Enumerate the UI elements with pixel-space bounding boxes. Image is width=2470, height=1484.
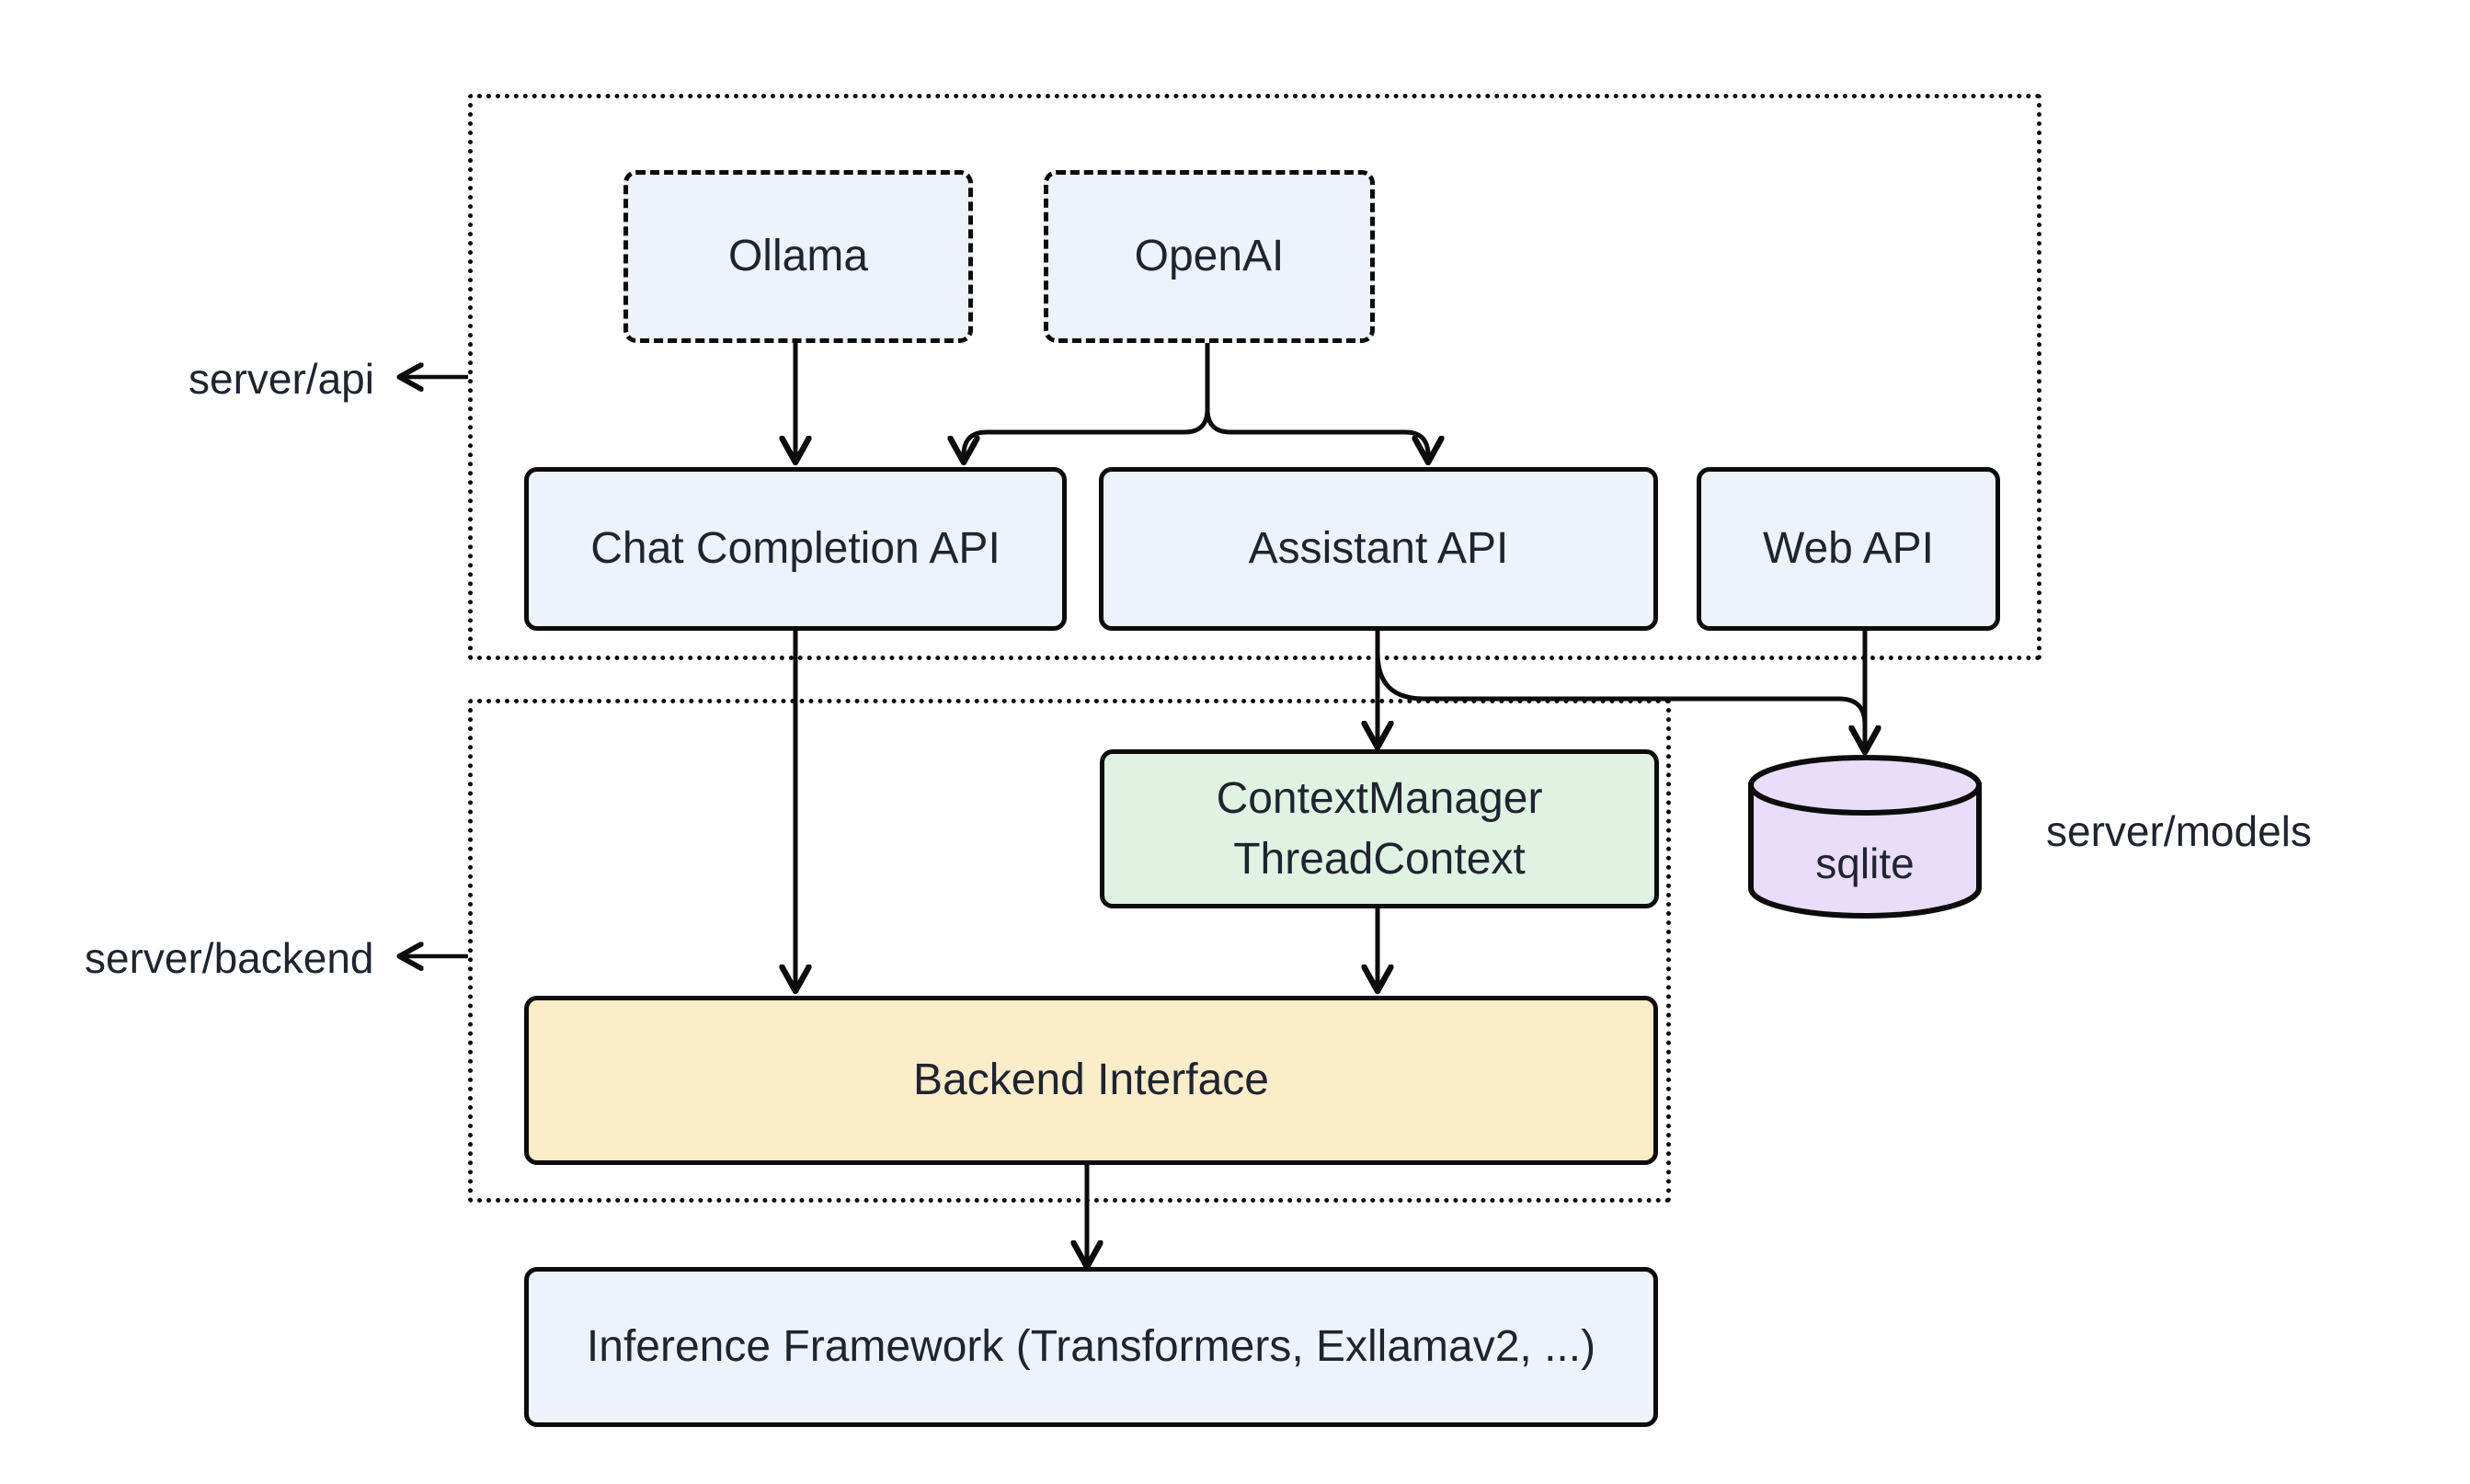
edge-openai-to-assistant-api — [1205, 408, 1428, 460]
node-inference-framework-label: Inference Framework (Transformers, Exlla… — [586, 1322, 1596, 1372]
node-openai-label: OpenAI — [1134, 232, 1285, 281]
node-openai[interactable]: OpenAI — [1044, 170, 1375, 343]
node-inference-framework[interactable]: Inference Framework (Transformers, Exlla… — [524, 1267, 1658, 1427]
node-assistant-api-label: Assistant API — [1248, 524, 1509, 574]
node-context-manager-label-line2: ThreadContext — [1233, 834, 1526, 884]
group-server-api — [468, 94, 2041, 660]
node-backend-interface[interactable]: Backend Interface — [524, 996, 1658, 1165]
node-web-api-label: Web API — [1763, 524, 1934, 574]
node-backend-interface-label: Backend Interface — [913, 1056, 1269, 1105]
label-server-backend: server/backend — [85, 934, 374, 982]
node-chat-completion-api[interactable]: Chat Completion API — [524, 467, 1067, 631]
node-ollama[interactable]: Ollama — [623, 170, 973, 343]
label-server-models: server/models — [2046, 807, 2312, 855]
node-sqlite[interactable]: sqlite — [1745, 754, 1984, 919]
node-context-manager[interactable]: ContextManager ThreadContext — [1100, 749, 1659, 908]
node-assistant-api[interactable]: Assistant API — [1099, 467, 1658, 631]
node-context-manager-label-line1: ContextManager — [1216, 774, 1543, 824]
label-server-api: server/api — [189, 355, 374, 403]
node-chat-completion-api-label: Chat Completion API — [590, 524, 1001, 574]
cylinder-shape — [1748, 755, 1982, 919]
edge-openai-to-chat-api — [964, 408, 1210, 460]
node-web-api[interactable]: Web API — [1697, 467, 2000, 631]
group-server-backend — [468, 699, 1671, 1203]
node-ollama-label: Ollama — [727, 232, 869, 281]
